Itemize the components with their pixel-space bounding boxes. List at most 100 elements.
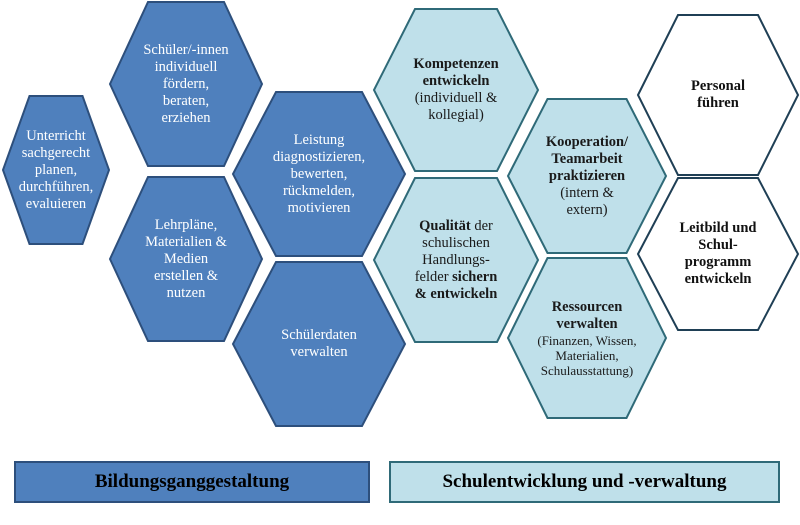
hex-line: Leistung (294, 132, 345, 149)
hex-text-segment: führen (697, 95, 739, 111)
hex-text-segment: fördern, (162, 75, 210, 92)
hexagon-unterricht (1, 95, 111, 245)
hex-line: erziehen (161, 110, 210, 127)
hex-line: praktizieren (549, 168, 625, 185)
hex-line: Schul- (698, 237, 738, 254)
hex-text-segment: Teamarbeit (551, 150, 623, 167)
hexagon-schueler-foerdern (108, 0, 264, 167)
hex-text-segment: Personal (691, 78, 745, 94)
hex-text-segment: erstellen & (153, 267, 219, 284)
hexagon-lehrplaene (108, 176, 264, 342)
hex-line: felder sichern (415, 269, 498, 286)
hex-line: motivieren (288, 200, 351, 217)
footer-schulentwicklung: Schulentwicklung und -verwaltung (389, 461, 780, 503)
hex-text-segment: felder (414, 268, 453, 285)
hex-line: Handlungs- (422, 252, 490, 269)
hex-line: verwalten (290, 344, 347, 361)
hex-text-segment: Lehrpläne, (154, 216, 218, 233)
hex-line: fördern, (163, 76, 209, 93)
hex-text-segment: kollegial) (428, 107, 484, 123)
hex-line: Materialien, (555, 348, 618, 363)
footer-right-label: Schulentwicklung und -verwaltung (442, 471, 727, 492)
hex-line: durchführen, (19, 179, 93, 196)
hex-text-segment: der (470, 217, 493, 234)
hex-line: Lehrpläne, (155, 217, 217, 234)
hex-text-segment: Kooperation/ (545, 133, 629, 150)
hex-line: Kompetenzen (413, 56, 498, 73)
hex-text-segment: entwickeln (684, 271, 752, 287)
hex-line: Qualität der (419, 218, 493, 235)
footer-left-label: Bildungsganggestaltung (94, 471, 290, 492)
hex-line: extern) (566, 202, 607, 219)
hex-line: Schüler/-innen (143, 42, 228, 59)
hex-text-segment: extern) (566, 201, 608, 218)
hex-text-segment: Schul- (698, 237, 738, 253)
hex-text-segment: Schulausstattung) (540, 362, 634, 378)
hex-text-segment: Ressourcen (551, 298, 623, 315)
hex-text-segment: Kompetenzen (413, 56, 499, 72)
hexagon-leitbild (636, 177, 800, 331)
hex-line: evaluieren (26, 196, 86, 213)
hex-line: (intern & (560, 185, 614, 202)
hex-text-segment: programm (684, 254, 752, 270)
hex-text-segment: verwalten (290, 344, 348, 360)
hex-text-segment: sichern (452, 268, 498, 285)
hex-line: beraten, (163, 93, 209, 110)
hex-text-segment: schulischen (422, 234, 490, 251)
hex-line: Schülerdaten (281, 327, 357, 344)
hex-text-segment: diagnostizieren, (272, 148, 366, 165)
hexagon-kompetenzen (372, 8, 540, 172)
hex-line: Kooperation/ (546, 134, 628, 151)
hex-line: Leitbild und (680, 220, 757, 237)
footer-bildungsganggestaltung: Bildungsganggestaltung (14, 461, 370, 503)
hex-text-segment: Materialien, (555, 347, 619, 363)
hex-text-segment: Schüler/-innen (143, 41, 229, 58)
hex-text-segment: bewerten, (290, 165, 348, 182)
hex-text-segment: motivieren (287, 199, 351, 216)
hex-text-segment: (Finanzen, Wissen, (537, 332, 637, 348)
hex-line: Medien (164, 251, 208, 268)
hex-text-segment: Handlungs- (422, 251, 490, 268)
hex-line: planen, (35, 162, 77, 179)
hex-line: & entwickeln (415, 286, 498, 303)
hex-text-segment: & entwickeln (414, 285, 498, 302)
hex-text-segment: individuell (154, 58, 218, 75)
hex-line: verwalten (556, 316, 617, 333)
hex-text-segment: Qualität (419, 217, 471, 234)
hex-line: individuell (155, 59, 218, 76)
hex-line: Unterricht (26, 128, 86, 145)
hexagon-schuelerdaten (231, 261, 407, 427)
hex-text-segment: (individuell & (414, 90, 498, 106)
hexagon-personal (636, 14, 800, 176)
hex-text-segment: planen, (34, 161, 78, 178)
hex-text-segment: praktizieren (548, 167, 626, 184)
hex-line: sachgerecht (22, 145, 90, 162)
hex-line: Materialien & (145, 234, 227, 251)
hex-line: entwickeln (685, 271, 752, 288)
hex-text-segment: Leistung (293, 131, 345, 148)
hex-line: Schulausstattung) (541, 363, 633, 378)
hex-line: Ressourcen (552, 299, 623, 316)
hex-line: (Finanzen, Wissen, (537, 333, 636, 348)
hexagon-qualitaet (372, 177, 540, 343)
hex-line: Teamarbeit (551, 151, 622, 168)
hex-text-segment: Materialien & (145, 233, 227, 250)
hex-line: Personal (691, 78, 745, 95)
hexagon-kooperation (506, 98, 668, 254)
hex-line: kollegial) (428, 107, 484, 124)
hex-text-segment: Medien (163, 250, 209, 267)
hex-line: (individuell & (415, 90, 498, 107)
hexagon-ressourcen (506, 257, 668, 419)
hex-text-segment: verwalten (556, 315, 618, 332)
hex-text-segment: durchführen, (18, 178, 94, 195)
hex-line: rückmelden, (283, 183, 355, 200)
